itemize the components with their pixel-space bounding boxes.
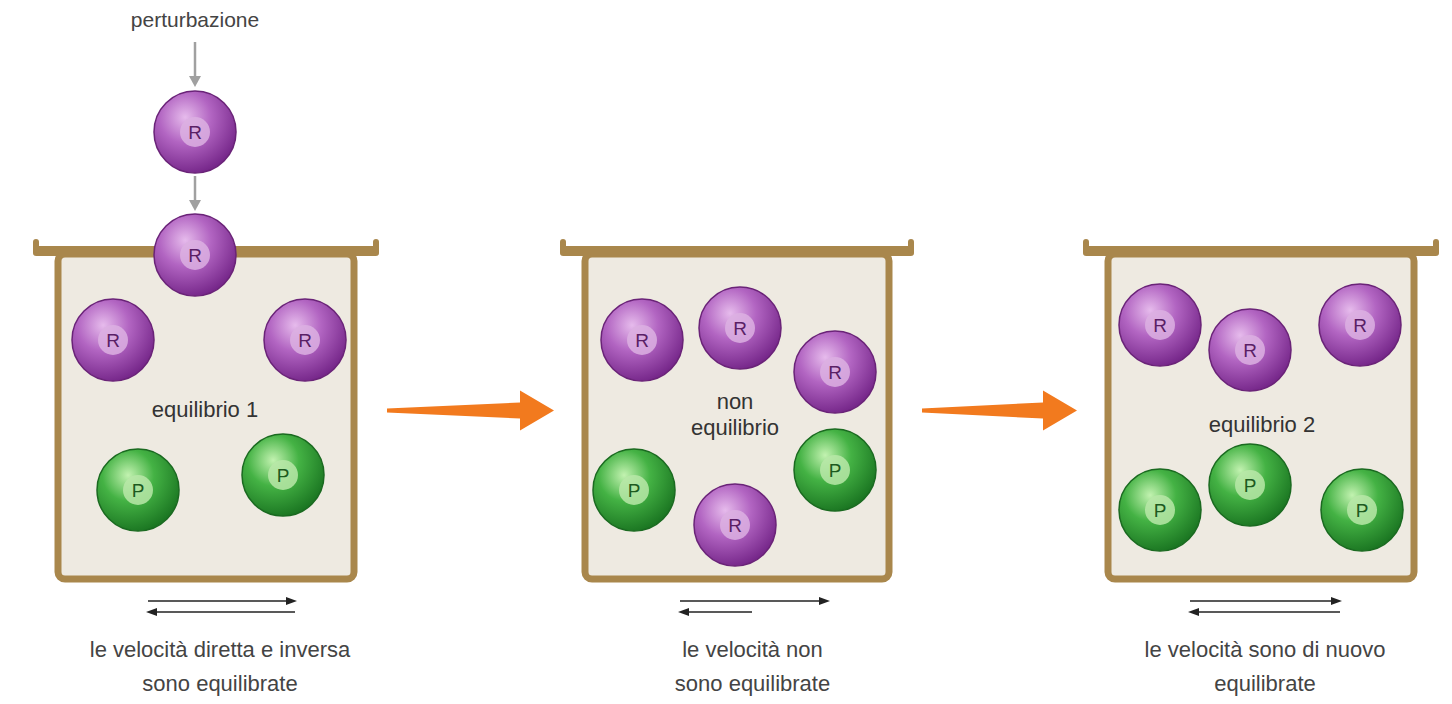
state-label: equilibrio 1 [125, 397, 285, 423]
molecule-letter: P [1356, 501, 1369, 520]
molecule-letter: P [628, 481, 641, 500]
beaker: equilibrio 2 R R R P P P [1080, 238, 1442, 583]
beaker: non equilibrioRRRPPR [557, 238, 917, 583]
molecule-letter: R [1353, 316, 1367, 335]
connector-arrow [387, 391, 554, 431]
connector-arrow [922, 391, 1077, 431]
molecule-ball: R [600, 298, 684, 382]
molecule-ball: R [698, 286, 782, 370]
molecule-letter: R [298, 331, 312, 350]
caption-text: le velocità diretta e inversa sono equil… [65, 633, 375, 701]
molecule-letter: R [188, 123, 202, 142]
molecule-letter: R [728, 516, 742, 535]
molecule-ball: P [96, 448, 180, 532]
perturbation-label: perturbazione [95, 6, 295, 34]
molecule-ball: R [153, 90, 237, 174]
molecule-ball: P [241, 433, 325, 517]
state-label: equilibrio 2 [1182, 412, 1342, 438]
connector-arrow [189, 176, 201, 211]
molecule-ball: R [71, 298, 155, 382]
molecule-ball: R [793, 330, 877, 414]
molecule-ball: P [592, 448, 676, 532]
perturbation-arrow [189, 42, 201, 87]
molecule-ball: R [263, 298, 347, 382]
molecule-ball: P [1118, 468, 1202, 552]
molecule-letter: R [1243, 341, 1257, 360]
molecule-letter: R [733, 319, 747, 338]
molecule-ball: P [793, 428, 877, 512]
molecule-ball: P [1208, 443, 1292, 527]
molecule-letter: P [277, 466, 290, 485]
state-label: non equilibrio [680, 389, 790, 442]
molecule-ball: P [1320, 468, 1404, 552]
caption-text: le velocità non sono equilibrate [660, 633, 845, 701]
molecule-ball: R [1208, 308, 1292, 392]
molecule-letter: P [132, 481, 145, 500]
molecule-letter: P [829, 461, 842, 480]
molecule-letter: P [1244, 476, 1257, 495]
caption-text: le velocità sono di nuovo equilibrate [1120, 633, 1410, 701]
molecule-letter: R [828, 363, 842, 382]
rate-arrows [146, 597, 1342, 616]
molecule-letter: R [188, 246, 202, 265]
molecule-ball: R [153, 213, 237, 297]
molecule-letter: R [1153, 316, 1167, 335]
molecule-ball: R [1118, 283, 1202, 367]
molecule-ball: R [1318, 283, 1402, 367]
molecule-ball: R [693, 483, 777, 567]
molecule-letter: R [635, 331, 649, 350]
molecule-letter: R [106, 331, 120, 350]
molecule-letter: P [1154, 501, 1167, 520]
